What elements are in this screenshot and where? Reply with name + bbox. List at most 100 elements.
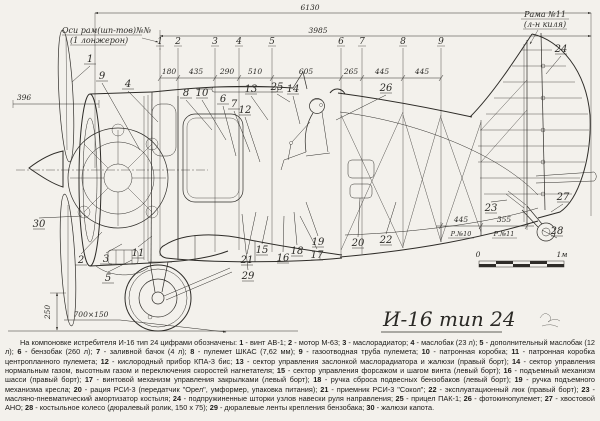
callout-12: 12	[239, 105, 252, 116]
callout-29: 29	[241, 271, 255, 282]
callout-leader-27	[550, 203, 564, 213]
callout-4: 4	[124, 79, 131, 90]
callout-24: 24	[554, 44, 568, 55]
callout-10: 10	[196, 88, 209, 99]
dim-wheel-size: 700×150	[74, 310, 109, 319]
callout-leader-28	[541, 229, 558, 239]
callout-leader-30	[38, 215, 83, 219]
fuselage	[149, 40, 539, 264]
callout-leader-24	[545, 55, 562, 75]
dim-tail-1: 445	[453, 215, 469, 224]
callout-26: 26	[379, 83, 393, 94]
frame-spacing-dimensions: 180 435 290 510 605 265 445 445	[157, 67, 444, 82]
callout-leader-15	[261, 215, 269, 245]
dim-spacing-3: 290	[219, 67, 235, 76]
callout-leader-18	[293, 211, 298, 246]
callout-leader-20	[357, 197, 361, 238]
scale-bar: 0 1м	[476, 250, 568, 268]
callout-2: 2	[77, 255, 84, 266]
clearance-dimension: 250	[43, 292, 66, 331]
callout-leader-6	[222, 105, 237, 157]
callout-22: 22	[379, 235, 393, 246]
frame-number-1: 1	[157, 37, 163, 47]
callout-30: 30	[33, 219, 46, 230]
propeller	[28, 29, 77, 327]
legend-text: На компоновке истребителя И-16 тип 24 ци…	[5, 338, 596, 413]
callout-leader-4	[127, 90, 159, 123]
callout-1: 1	[87, 54, 93, 65]
callout-leader-5	[107, 259, 133, 273]
dim-spacing-8: 445	[414, 67, 430, 76]
fin-frame-label: Рама №11	[523, 10, 566, 19]
tail-frame-ref-11: Р.№11	[493, 230, 515, 238]
drawing-title: И-16 тип 24	[381, 307, 516, 333]
callout-leader-19	[305, 201, 319, 237]
dim-spacing-7: 445	[374, 67, 390, 76]
fuel-tank	[182, 113, 244, 203]
fin-fittings	[540, 63, 546, 197]
part-callouts: 1948106712132514262427232830235112129151…	[33, 44, 570, 284]
dim-spacing-2: 435	[188, 67, 204, 76]
radial-engine	[67, 123, 169, 229]
callout-leader-21	[246, 211, 257, 255]
dim-spacing-5: 605	[299, 67, 314, 76]
frame-number-3: 3	[212, 37, 218, 47]
callout-leader-17	[299, 215, 318, 250]
tail-wheel-gear	[505, 190, 556, 242]
tail-fin	[469, 32, 597, 219]
frame-number-2: 2	[174, 37, 181, 47]
tail-spacing-dimensions: 445 355 Р.№10 Р.№11	[436, 215, 534, 242]
tail-frame-ref-10: Р.№10	[450, 230, 472, 238]
dim-fuselage-length: 3985	[308, 26, 327, 35]
radio-equipment	[347, 159, 375, 199]
frame-number-6: 6	[338, 37, 344, 47]
dim-tail-2: 355	[497, 215, 512, 224]
callout-leader-1	[71, 65, 91, 83]
callout-19: 19	[312, 237, 325, 248]
callout-23: 23	[484, 203, 498, 214]
callout-leader-29	[241, 213, 249, 271]
callout-3: 3	[103, 254, 109, 265]
frames-axis-sublabel: (1 лонжерон)	[70, 36, 128, 45]
scale-start: 0	[476, 250, 481, 259]
callout-16: 16	[277, 253, 290, 264]
callout-8: 8	[183, 88, 189, 99]
legend-caption: На компоновке истребителя И-16 тип 24 ци…	[0, 336, 600, 421]
callout-leader-25	[276, 93, 291, 103]
callout-leader-3	[105, 243, 123, 254]
callout-9: 9	[99, 71, 106, 82]
frame-number-4: 4	[235, 37, 242, 47]
oil-radiator	[95, 249, 149, 276]
callout-leader-2	[80, 231, 103, 255]
callout-leader-16	[282, 215, 285, 253]
dim-spacing-6: 265	[343, 67, 359, 76]
page-title: И-16 тип 24	[382, 307, 516, 331]
callout-leader-7	[233, 110, 251, 153]
frame-number-5: 5	[269, 37, 275, 47]
dim-overall-length: 6130	[300, 3, 319, 12]
callout-leader-12	[244, 116, 261, 163]
oil-tank	[151, 103, 177, 157]
callout-leader-23	[490, 199, 508, 203]
callout-15: 15	[256, 245, 269, 256]
wheel-dimension: 700×150	[64, 310, 227, 333]
callout-5: 5	[105, 273, 111, 284]
fin-frame-annotation: Рама №11 (л-н киля)	[521, 10, 569, 45]
callout-leader-26	[335, 94, 387, 121]
callout-11: 11	[132, 248, 145, 259]
fin-frame-sublabel: (л-н киля)	[524, 20, 566, 29]
callout-25: 25	[270, 82, 284, 93]
callout-28: 28	[550, 226, 564, 237]
frame-axes-annotation: Оси рам(шп-тов)№№ (1 лонжерон)	[62, 26, 159, 46]
callout-6: 6	[220, 94, 227, 105]
bracing-wires	[340, 111, 482, 251]
signature-mark	[539, 313, 561, 328]
scale-end: 1м	[557, 250, 568, 259]
callout-14: 14	[287, 84, 300, 95]
tailplane	[535, 171, 597, 184]
fuselage-length-dimension: 3985	[159, 26, 592, 50]
airframe	[8, 29, 597, 332]
main-landing-gear	[124, 261, 233, 332]
